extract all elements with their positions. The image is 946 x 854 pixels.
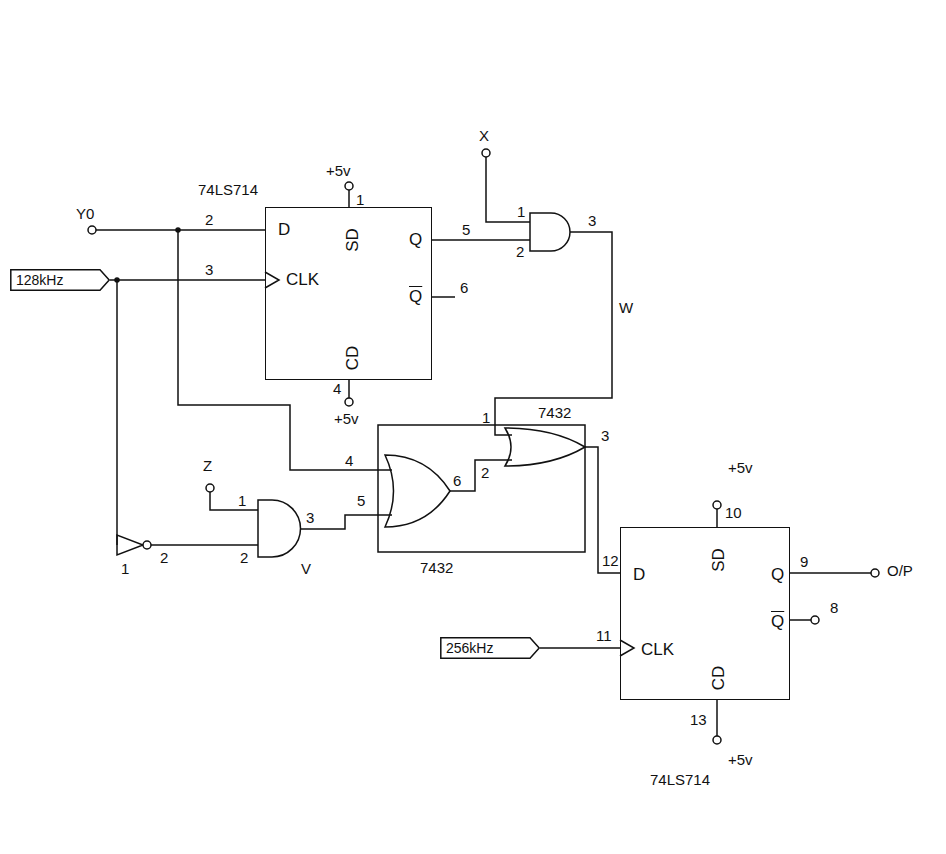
pin-number: 6: [453, 473, 461, 488]
pin-number: 1: [517, 204, 525, 219]
pin-number: 5: [357, 493, 365, 508]
clock-source-tag: 128kHz: [10, 269, 110, 291]
pin-number: 4: [333, 381, 341, 396]
ic-label: 7432: [420, 560, 453, 575]
pin-number: 5: [462, 222, 470, 237]
pin-number: 11: [596, 628, 612, 643]
pin-function-label: D: [278, 221, 290, 238]
pin-number: 10: [725, 505, 742, 520]
ic-label: 7432: [538, 405, 571, 420]
pin-number: 2: [240, 550, 248, 565]
clock-wire: [110, 279, 265, 281]
pin-function-label: Q: [409, 288, 422, 305]
supply-label: +5v: [334, 411, 359, 426]
signal-name: Z: [203, 458, 212, 473]
pin-number: 1: [356, 192, 364, 207]
pin-number: 4: [345, 453, 353, 468]
pin-function-label: D: [633, 566, 645, 583]
clock-source-tag: 256kHz: [440, 637, 540, 659]
pin-number: 9: [800, 554, 808, 569]
signal-name: V: [301, 561, 311, 576]
pin-number: 1: [238, 493, 246, 508]
pin-function-label: CD: [710, 666, 727, 691]
pin-number: 3: [205, 262, 213, 277]
pin-number: 2: [205, 212, 213, 227]
signal-name: X: [479, 128, 489, 143]
signal-name: Y0: [76, 206, 94, 221]
pin-function-label: CLK: [641, 641, 674, 658]
ic-label: 74LS714: [650, 772, 710, 787]
pin-function-label: CLK: [286, 271, 319, 288]
supply-label: +5v: [728, 752, 753, 767]
pin-function-label: Q: [409, 231, 422, 248]
clock-frequency: 128kHz: [10, 269, 63, 291]
pin-number: 3: [588, 213, 596, 228]
clock-wire: [540, 647, 620, 649]
signal-name: O/P: [887, 563, 913, 578]
pin-number: 13: [690, 712, 707, 727]
pin-function-label: SD: [344, 228, 361, 252]
pin-number: 1: [482, 410, 490, 425]
clock-frequency: 256kHz: [440, 637, 493, 659]
pin-number: 12: [602, 553, 619, 568]
supply-label: +5v: [326, 163, 351, 178]
pin-number: 6: [460, 280, 468, 295]
pin-function-label: CD: [344, 346, 361, 371]
pin-number: 2: [516, 244, 524, 259]
pin-number: 3: [601, 428, 609, 443]
supply-label: +5v: [728, 460, 753, 475]
ic-label: 74LS714: [198, 182, 258, 197]
signal-name: W: [619, 300, 633, 315]
d-flip-flop: D SD Q CLK Q CD: [620, 527, 790, 700]
pin-function-label: SD: [710, 548, 727, 572]
d-flip-flop: D SD Q CLK Q CD: [265, 207, 432, 380]
pin-number: 3: [306, 510, 314, 525]
pin-function-label: Q: [771, 613, 784, 630]
pin-function-label: Q: [771, 566, 784, 583]
pin-number: 2: [160, 550, 168, 565]
pin-number: 8: [830, 600, 838, 615]
pin-number: 1: [121, 561, 129, 576]
pin-number: 2: [481, 465, 489, 480]
